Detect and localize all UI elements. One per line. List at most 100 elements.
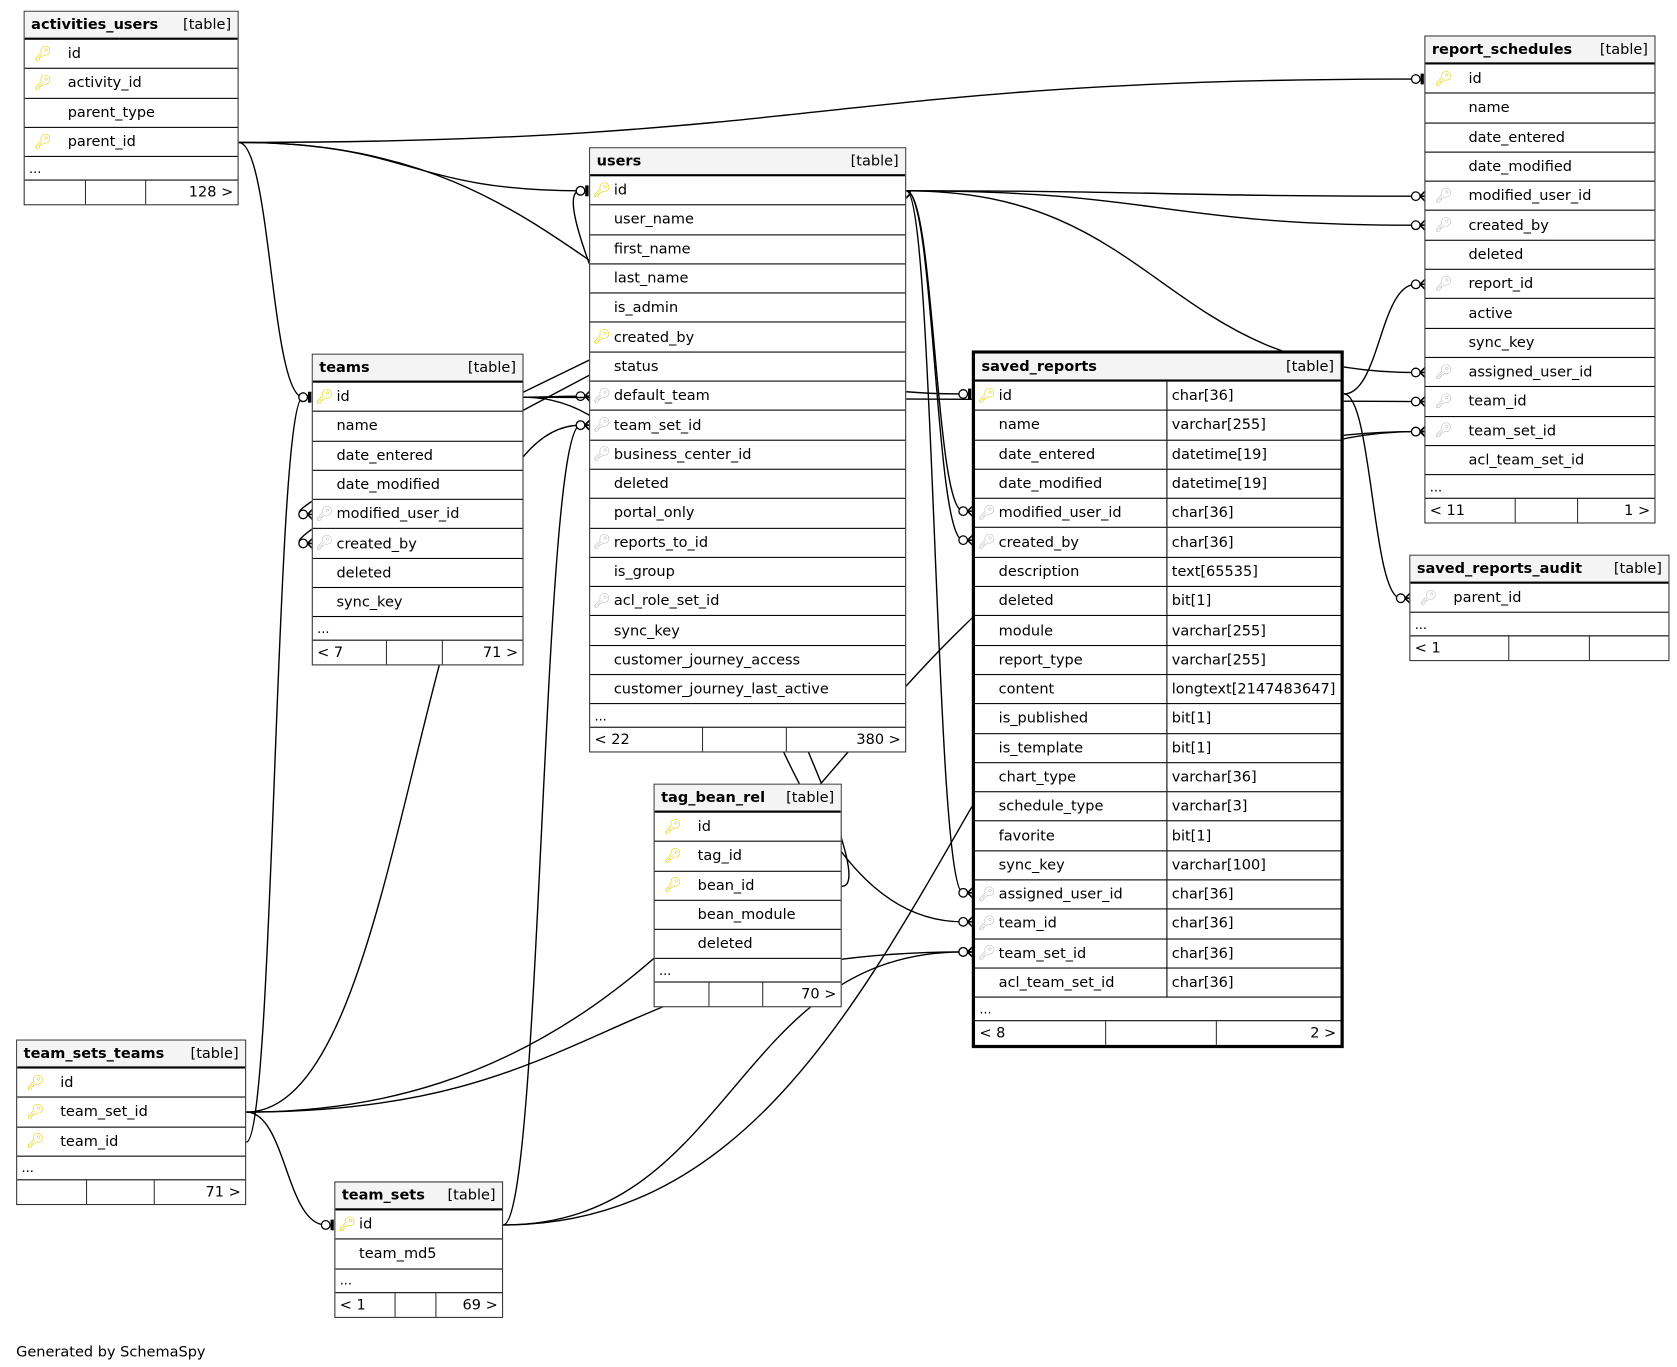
column-row[interactable]: 🔑︎id [24,40,238,70]
column-row[interactable]: deleted [312,559,523,589]
parents-count[interactable]: < 1 [1414,639,1441,658]
column-row[interactable]: date_entered [312,441,523,471]
column-row[interactable]: 🔑︎bean_id [654,871,841,901]
column-row[interactable]: name [312,412,523,442]
more-columns[interactable]: ... [17,1157,246,1181]
column-row[interactable]: parent_type [24,98,238,128]
more-columns[interactable]: ... [1410,613,1669,637]
column-row[interactable]: 🔑︎team_id [17,1127,246,1157]
column-row[interactable]: 🔑︎modified_user_id [312,500,523,530]
column-row[interactable]: 🔑︎id [654,813,841,843]
column-row[interactable]: 🔑︎team_set_id [17,1098,246,1128]
column-row[interactable]: 🔑︎id [1425,65,1655,94]
more-columns[interactable]: ... [1425,475,1655,499]
children-count[interactable]: 71 > [153,1180,245,1204]
more-columns[interactable]: ... [312,617,523,642]
column-row[interactable]: 🔑︎team_set_id [1425,417,1655,446]
column-row[interactable]: name [1425,94,1655,124]
column-row[interactable]: 🔑︎team_set_id [590,411,906,441]
column-row[interactable]: date_entered [1425,123,1655,153]
parents-count[interactable] [17,1180,86,1204]
parents-count[interactable]: < 7 [317,644,344,662]
table-name[interactable]: team_sets [341,1186,425,1204]
more-columns[interactable]: ... [24,157,238,181]
table-activities-users[interactable]: activities_users[table]🔑︎id🔑︎activity_id… [23,10,239,206]
column-row[interactable]: portal_only [590,499,906,529]
column-row[interactable]: date_modified [312,471,523,501]
column-row[interactable]: 🔑︎id [17,1069,246,1098]
children-count[interactable]: 1 > [1577,498,1654,523]
children-count[interactable] [1588,636,1669,661]
column-row[interactable]: 🔑︎created_by [312,529,523,559]
column-row[interactable]: 🔑︎tag_id [654,842,841,872]
children-count[interactable]: 71 > [441,641,523,665]
column-row[interactable]: bean_module [654,901,841,931]
parents-count[interactable]: < 11 [1429,502,1465,520]
parents-count[interactable]: < 1 [339,1296,366,1314]
children-count[interactable]: 2 > [1215,1021,1341,1046]
column-row[interactable]: is_admin [590,294,906,324]
children-count[interactable]: 69 > [435,1292,502,1317]
children-count[interactable]: 70 > [762,983,840,1007]
table-name[interactable]: team_sets_teams [23,1044,165,1063]
column-row[interactable]: customer_journey_access [590,646,906,676]
more-columns[interactable]: ... [654,959,841,984]
column-row[interactable]: first_name [590,235,906,265]
column-row[interactable]: status [590,352,906,382]
table-tag-bean-rel[interactable]: tag_bean_rel[table]🔑︎id🔑︎tag_id🔑︎bean_id… [653,783,842,1008]
column-row[interactable]: 🔑︎activity_id [24,69,238,99]
table-name[interactable]: saved_reports_audit [1416,560,1583,578]
parents-count[interactable]: < 8 [979,1024,1006,1042]
column-row[interactable]: 🔑︎team_id [1425,387,1655,417]
column-row[interactable]: 🔑︎id [590,176,906,206]
column-row[interactable]: 🔑︎business_center_id [590,440,906,470]
children-count[interactable]: 380 > [785,728,905,752]
table-name[interactable]: teams [319,359,370,377]
column-row[interactable]: 🔑︎id [312,383,523,413]
more-columns[interactable]: ... [975,998,1341,1022]
column-row[interactable]: date_modified [1425,153,1655,182]
column-row[interactable]: 🔑︎reports_to_id [590,528,906,558]
column-row[interactable]: sync_key [590,616,906,646]
column-row[interactable]: 🔑︎id [335,1210,503,1240]
column-row[interactable]: 🔑︎assigned_user_id [1425,358,1655,388]
table-name[interactable]: report_schedules [1431,40,1573,59]
column-row[interactable]: 🔑︎created_by [590,323,906,353]
parents-count[interactable] [25,181,85,205]
column-row[interactable]: 🔑︎parent_id [24,128,238,158]
table-team-sets-teams[interactable]: team_sets_teams[table]🔑︎id🔑︎team_set_id🔑… [16,1039,247,1205]
column-row[interactable]: sync_key [1425,329,1655,358]
column-row[interactable]: customer_journey_last_active [590,675,906,705]
column-row[interactable]: team_md5 [335,1240,503,1270]
column-row[interactable]: acl_team_set_id [1425,446,1655,476]
column-row[interactable]: 🔑︎acl_role_set_id [590,587,906,617]
parents-count[interactable]: < 22 [594,731,630,749]
parents-count[interactable] [655,983,709,1007]
table-name[interactable]: saved_reports [981,357,1097,376]
table-saved-reports-audit[interactable]: saved_reports_audit[table]🔑︎parent_id...… [1409,554,1670,662]
column-row[interactable]: active [1425,299,1655,329]
column-row[interactable]: deleted [1425,241,1655,270]
column-row[interactable]: deleted [590,470,906,500]
